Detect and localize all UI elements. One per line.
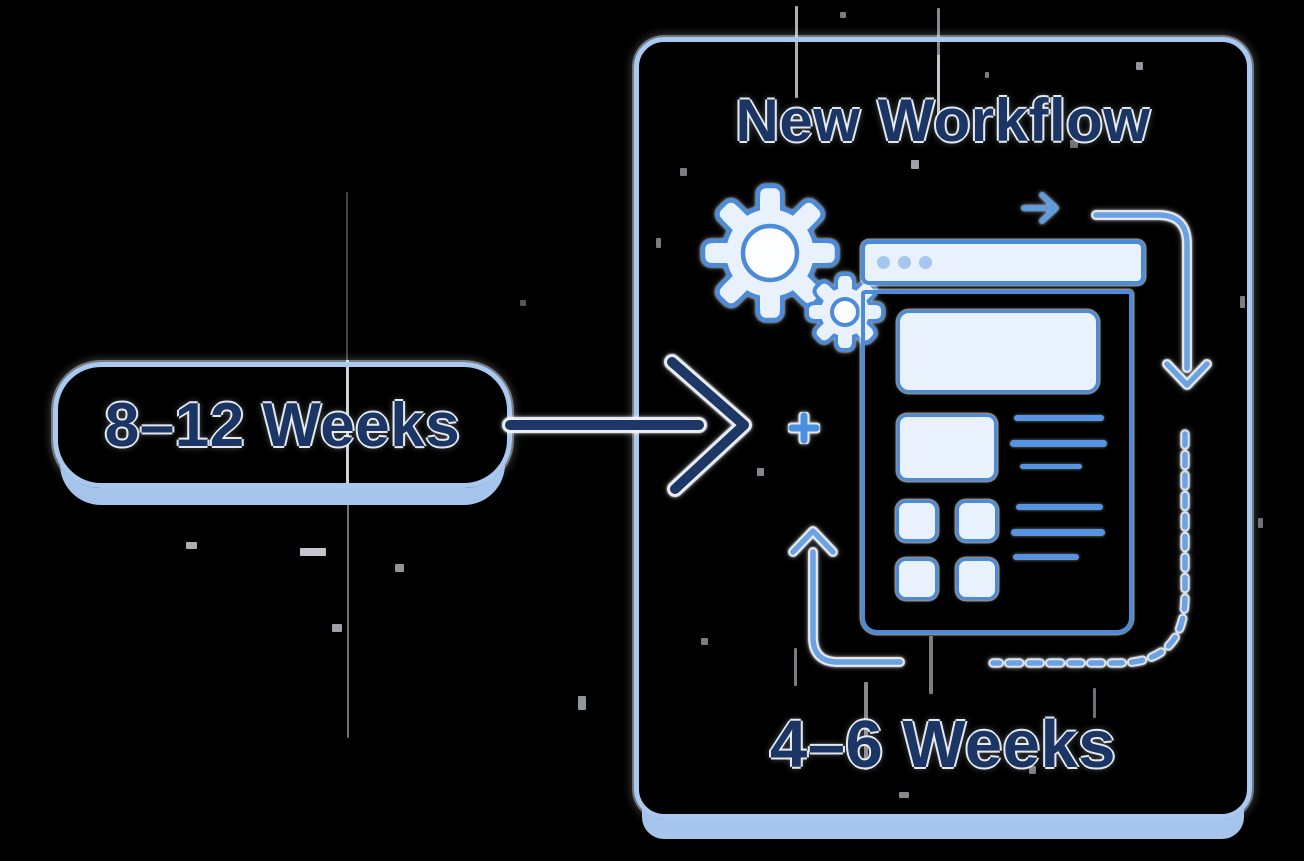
new-workflow-duration-label: 4–6 Weeks: [770, 707, 1116, 782]
thumbnail-placeholder: [956, 500, 998, 542]
window-control-dot: [898, 256, 911, 269]
dashed-return-path: [988, 429, 1190, 668]
thumbnail-placeholder: [896, 500, 938, 542]
thumbnail-placeholder: [896, 558, 938, 600]
gear-icon: [700, 183, 885, 352]
arrow-right-icon: [1021, 192, 1059, 224]
speckle: [300, 548, 326, 556]
speckle: [347, 498, 349, 738]
arrow-down-icon: [1091, 210, 1212, 390]
browser-window-body: [861, 290, 1133, 634]
text-line-placeholder: [1013, 554, 1079, 560]
gear-large: [700, 183, 840, 323]
text-line-placeholder: [1020, 464, 1082, 469]
old-workflow-duration-label: 8–12 Weeks: [104, 390, 461, 460]
speckle: [346, 192, 348, 362]
speckle: [578, 696, 586, 710]
text-line-placeholder: [1014, 415, 1104, 421]
new-workflow-title: New Workflow: [735, 87, 1151, 154]
speckle: [1258, 518, 1263, 528]
text-line-placeholder: [1016, 504, 1103, 510]
speckle: [840, 12, 846, 18]
arrow-right-icon: [502, 354, 752, 497]
text-line-placeholder: [1011, 529, 1105, 536]
plus-icon: [788, 412, 820, 444]
old-workflow-pill: 8–12 Weeks: [53, 362, 512, 488]
content-block-placeholder: [897, 414, 997, 481]
thumbnail-placeholder: [956, 558, 998, 600]
speckle: [395, 564, 404, 572]
browser-window-titlebar: [861, 240, 1145, 285]
arrow-up-icon: [788, 526, 905, 667]
text-line-placeholder: [1010, 440, 1107, 447]
speckle: [520, 300, 526, 306]
speckle: [332, 624, 342, 632]
window-control-dot: [919, 256, 932, 269]
window-control-dot: [877, 256, 890, 269]
speckle: [186, 542, 197, 549]
hero-image-placeholder: [897, 310, 1099, 393]
